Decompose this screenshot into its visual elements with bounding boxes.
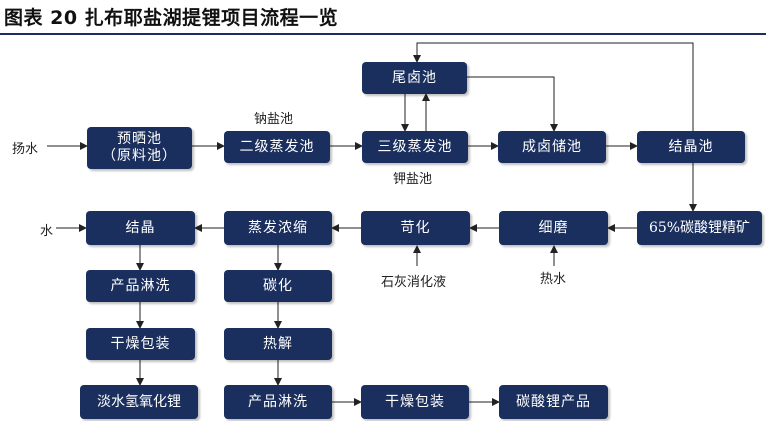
- label-sodium-salt-pond: 钠盐池: [254, 112, 294, 127]
- node-lithium-carbonate-product: 碳酸锂产品: [499, 385, 608, 419]
- label-water: 水: [40, 224, 54, 239]
- node-lithium-carbonate-concentrate: 65%碳酸锂精矿: [637, 211, 762, 245]
- node-secondary-evaporation-pond: 二级蒸发池: [224, 131, 330, 163]
- node-pyrolysis: 热解: [224, 328, 332, 360]
- node-drying-packing-1: 干燥包装: [86, 328, 195, 360]
- node-crystallization-pond: 结晶池: [637, 131, 745, 163]
- title-rule: [0, 33, 766, 35]
- node-evaporative-concentration: 蒸发浓缩: [224, 211, 332, 245]
- node-tail-brine-pond: 尾卤池: [362, 62, 467, 94]
- node-fine-grinding: 细磨: [499, 211, 608, 245]
- label-pumped-water: 扬水: [12, 142, 39, 157]
- label-potassium-salt-pond: 钾盐池: [393, 172, 433, 187]
- node-crystallization: 结晶: [86, 211, 195, 245]
- node-pre-evaporation-pond: 预晒池 （原料池）: [87, 127, 192, 169]
- node-product-washing-1: 产品淋洗: [86, 270, 195, 302]
- node-drying-packing-2: 干燥包装: [361, 385, 469, 419]
- node-lithium-hydroxide: 淡水氢氧化锂: [80, 385, 198, 419]
- arrow-weilu-chenglu: [467, 76, 558, 132]
- node-causticization: 苛化: [361, 211, 470, 245]
- node-product-washing-2: 产品淋洗: [224, 385, 332, 419]
- node-tertiary-evaporation-pond: 三级蒸发池: [362, 131, 468, 163]
- label-hot-water: 热水: [540, 272, 567, 287]
- label-lime-slaking-liquid: 石灰消化液: [381, 275, 447, 290]
- node-brine-storage-pond: 成卤储池: [498, 131, 606, 163]
- figure-title: 图表 20 扎布耶盐湖提锂项目流程一览: [4, 7, 339, 29]
- arrow-jiejingchi-weilu: [413, 42, 694, 131]
- node-carbonation: 碳化: [224, 270, 332, 302]
